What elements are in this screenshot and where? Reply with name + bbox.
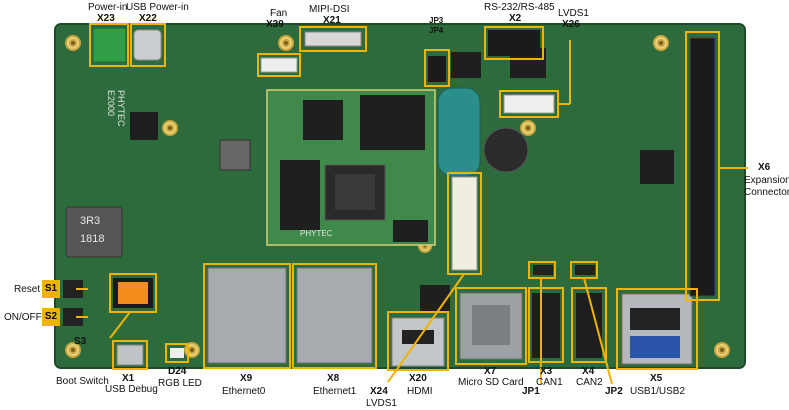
s1-id: S1 — [42, 280, 60, 298]
usb-c-connector — [133, 29, 162, 61]
x9-name: Ethernet0 — [222, 386, 266, 397]
x23-id: X23 — [97, 13, 115, 24]
memory-chip-4 — [393, 220, 428, 242]
leader-lines — [76, 40, 748, 385]
jp2-jumper — [575, 265, 595, 275]
x3-name: CAN1 — [536, 377, 563, 388]
s3-id: S3 — [74, 336, 87, 347]
x7-name: Micro SD Card — [458, 377, 524, 388]
ic-chip-3 — [451, 52, 481, 78]
memory-chip-1 — [360, 95, 425, 150]
ic-chip-5 — [420, 285, 450, 311]
onoff-button — [63, 308, 83, 326]
x8-name: Ethernet1 — [313, 386, 357, 397]
x20-name: HDMI — [407, 386, 433, 397]
x1-name: USB Debug — [105, 384, 158, 395]
x20-id: X20 — [409, 373, 427, 384]
inductor-round — [483, 127, 529, 173]
inductor-teal — [437, 87, 481, 177]
jp1-id: JP1 — [522, 386, 540, 397]
rgb-led — [170, 348, 184, 358]
dip-keys — [118, 282, 148, 304]
rs232-header — [488, 30, 540, 56]
x9-id: X9 — [240, 373, 253, 384]
x5-name: USB1/USB2 — [630, 386, 686, 397]
micro-usb-connector — [116, 344, 144, 366]
d24-id: D24 — [168, 366, 187, 377]
power-terminal — [92, 27, 127, 63]
x6-id: X6 — [758, 162, 771, 173]
can1-header — [532, 293, 560, 358]
x22-id: X22 — [139, 13, 157, 24]
x4-name: CAN2 — [576, 377, 603, 388]
expansion-connector — [689, 37, 716, 297]
x1-id: X1 — [122, 373, 135, 384]
jp1-jumper — [533, 265, 553, 275]
jp3-id: JP3 — [429, 16, 444, 25]
ic-chip-2 — [640, 150, 674, 184]
jp3-jp4-jumpers — [428, 56, 446, 82]
d24-name: RGB LED — [158, 378, 202, 389]
jp2-id: JP2 — [605, 386, 623, 397]
x39-name: Fan — [270, 8, 288, 19]
s1-name: Reset — [14, 284, 41, 295]
x2-name: RS-232/RS-485 — [484, 2, 555, 13]
x8-id: X8 — [327, 373, 340, 384]
x7-id: X7 — [484, 366, 497, 377]
x3-id: X3 — [540, 366, 553, 377]
x24-id: X24 — [370, 386, 388, 397]
x6-name-line1: Expansion — [744, 175, 789, 186]
x23-name: Power-in — [88, 2, 128, 13]
x24-name: LVDS1 — [366, 398, 397, 409]
fan-connector — [260, 57, 298, 73]
inductor-gray — [219, 139, 251, 171]
ethernet-jack-1 — [296, 267, 373, 364]
x21-name: MIPI-DSI — [309, 4, 350, 15]
ethernet-jack-0 — [207, 267, 287, 364]
x21-id: X21 — [323, 15, 341, 26]
s3-name: Boot Switch — [56, 376, 109, 387]
x5-id: X5 — [650, 373, 663, 384]
silkscreen-code-2: 1818 — [80, 233, 104, 245]
mipi-connector — [304, 31, 362, 47]
silkscreen-som: PHYTEC — [300, 229, 333, 238]
memory-chip-3 — [303, 100, 343, 140]
silkscreen-brand: PHYTEC — [116, 90, 126, 127]
inductor-large — [65, 206, 123, 258]
s2-name: ON/OFF — [4, 312, 42, 323]
s2-id: S2 — [42, 308, 60, 326]
soc-die — [335, 174, 375, 210]
x26-name: LVDS1 — [558, 8, 589, 19]
jp4-id: JP4 — [429, 26, 444, 35]
reset-button — [63, 280, 83, 298]
ic-chip-1 — [130, 112, 158, 140]
x39-id: X39 — [266, 19, 284, 30]
x22-name: USB Power-in — [126, 2, 189, 13]
x6-name-line2: Connector — [744, 187, 789, 198]
x4-id: X4 — [582, 366, 595, 377]
can2-header — [576, 293, 602, 358]
silkscreen-code: 3R3 — [80, 215, 100, 227]
sd-card-window — [472, 305, 510, 345]
usb-port-1 — [630, 308, 680, 330]
memory-chip-2 — [280, 160, 320, 230]
hdmi-port — [402, 330, 434, 344]
x2-id: X2 — [509, 13, 522, 24]
x26-id: X26 — [562, 19, 580, 30]
lvds1-connector-x26 — [503, 94, 555, 114]
mounting-holes — [65, 35, 730, 358]
usb-port-2 — [630, 336, 680, 358]
silkscreen-model: E2000 — [106, 90, 116, 116]
lvds1-ribbon-x24 — [451, 176, 478, 271]
